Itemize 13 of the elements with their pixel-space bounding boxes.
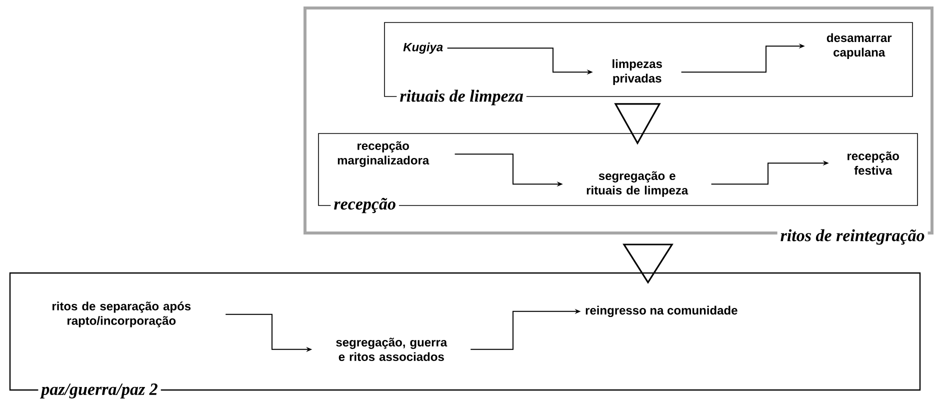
step-label: segregação e rituais de limpeza: [586, 171, 688, 197]
box-title: paz/guerra/paz 2: [38, 380, 161, 402]
step-label: recepção festiva: [848, 151, 899, 175]
step-label: reingresso na comunidade: [586, 306, 738, 318]
step-label: Kugiya: [403, 42, 443, 54]
box-title: rituais de limpeza: [396, 86, 526, 108]
step-label: recepção marginalizadora: [338, 141, 430, 167]
step-label: segregação, guerra e ritos associados: [336, 338, 448, 362]
box-title: ritos de reintegração: [777, 226, 928, 248]
step-label: desamarrar capulana: [826, 33, 892, 59]
box-title: recepção: [330, 194, 399, 216]
step-label: limpezas privadas: [612, 59, 662, 85]
step-label: ritos de separação após rapto/incorporação: [52, 302, 191, 328]
